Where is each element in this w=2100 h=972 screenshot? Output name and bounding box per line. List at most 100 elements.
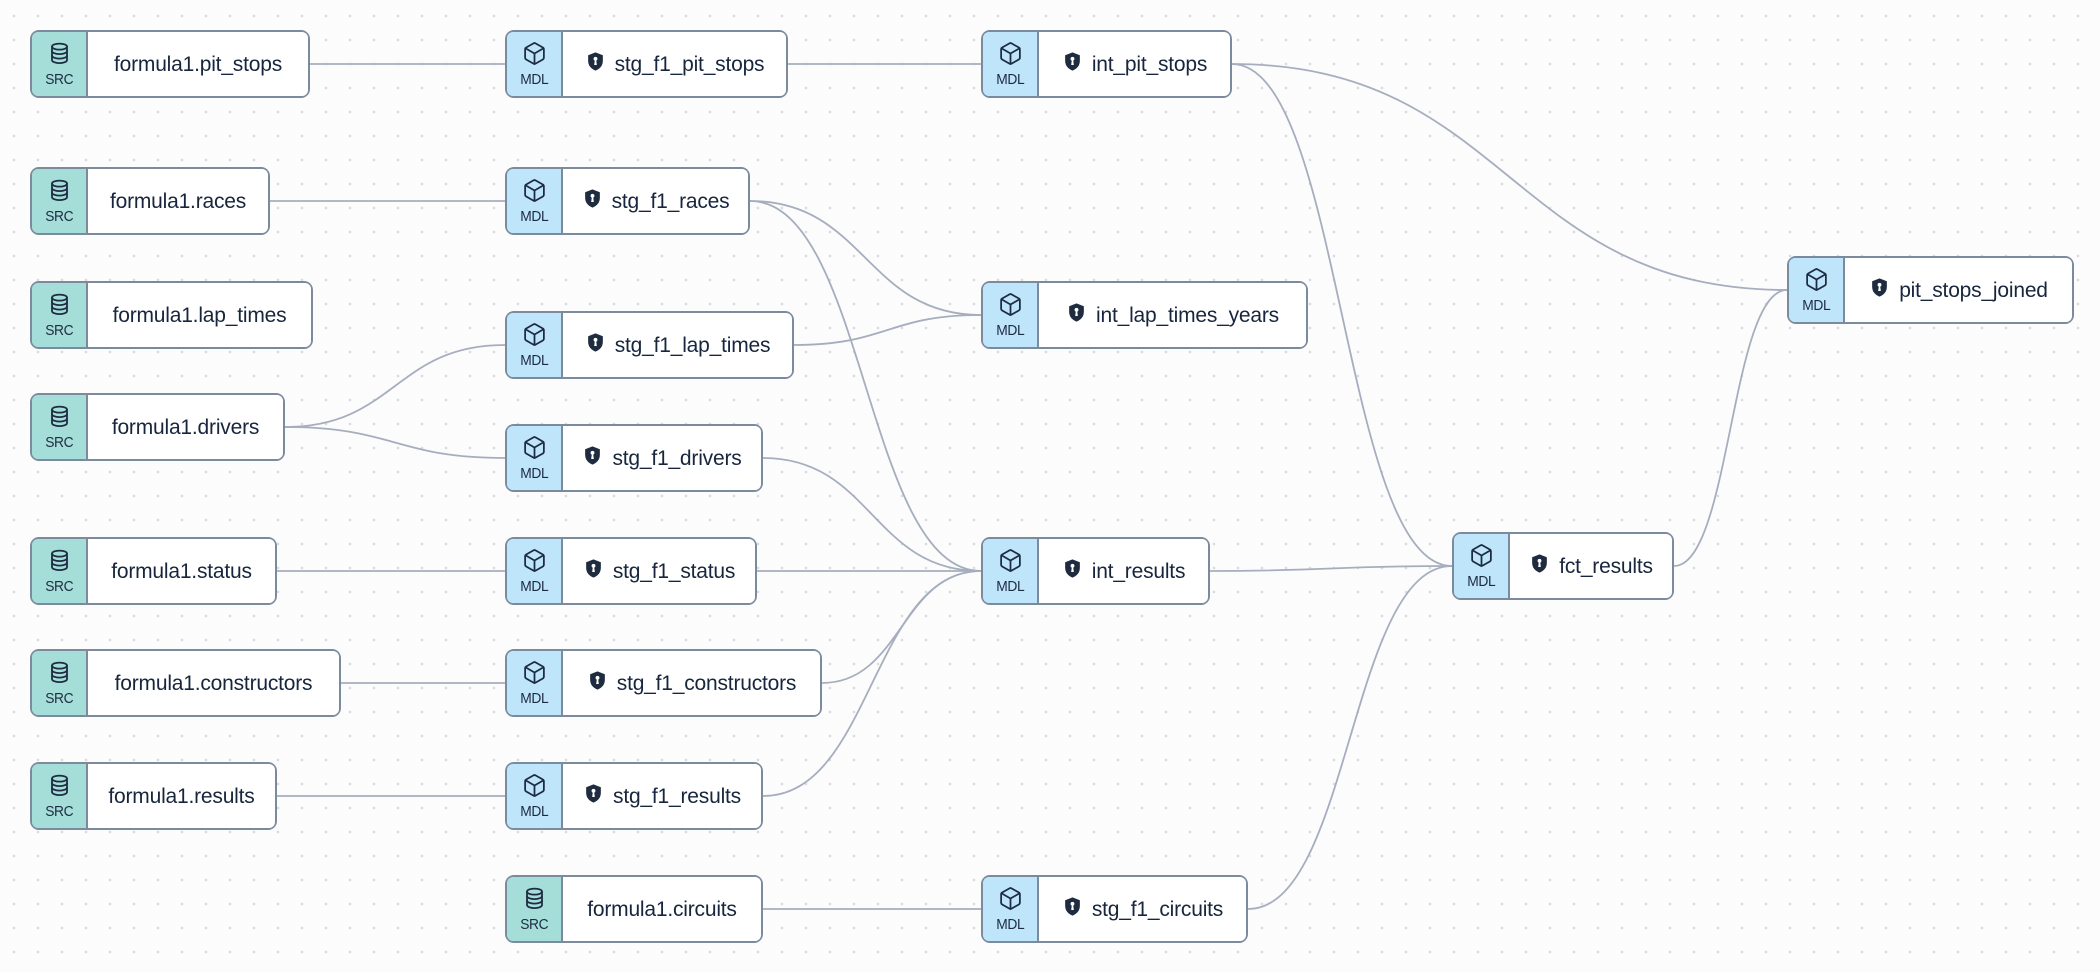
shield-lock-icon bbox=[1062, 51, 1083, 77]
edge-src_drivers-to-stg_lap_times bbox=[284, 344, 506, 428]
node-body: int_pit_stops bbox=[1039, 32, 1230, 96]
node-type-badge: SRC bbox=[32, 539, 88, 603]
node-type-label: MDL bbox=[519, 690, 549, 707]
lineage-node-src_circuits[interactable]: SRC formula1.circuits bbox=[505, 875, 763, 943]
edge-stg_races-to-int_results bbox=[749, 200, 982, 572]
node-body: stg_f1_drivers bbox=[563, 426, 761, 490]
node-body: stg_f1_circuits bbox=[1039, 877, 1246, 941]
shield-lock-icon bbox=[1869, 277, 1890, 303]
node-type-badge: SRC bbox=[32, 32, 88, 96]
database-icon bbox=[47, 41, 72, 71]
node-type-label: MDL bbox=[995, 916, 1025, 933]
lineage-node-stg_circuits[interactable]: MDL stg_f1_circuits bbox=[981, 875, 1248, 943]
node-type-badge: MDL bbox=[983, 283, 1039, 347]
node-type-label: MDL bbox=[995, 578, 1025, 595]
node-type-label: MDL bbox=[995, 322, 1025, 339]
cube-icon bbox=[522, 773, 547, 803]
edge-int_pit_stops-to-pit_stops_joined bbox=[1231, 63, 1788, 291]
shield-lock-icon bbox=[582, 188, 603, 214]
node-label: formula1.pit_stops bbox=[114, 52, 282, 76]
cube-icon bbox=[522, 178, 547, 208]
node-type-badge: MDL bbox=[507, 169, 563, 233]
node-label: formula1.circuits bbox=[587, 897, 737, 921]
lineage-node-stg_status[interactable]: MDL stg_f1_status bbox=[505, 537, 757, 605]
node-type-label: SRC bbox=[44, 322, 74, 339]
node-label: formula1.results bbox=[108, 784, 255, 808]
node-type-badge: SRC bbox=[32, 169, 88, 233]
node-type-badge: MDL bbox=[507, 313, 563, 377]
node-type-label: MDL bbox=[1466, 573, 1496, 590]
node-type-label: MDL bbox=[519, 71, 549, 88]
cube-icon bbox=[522, 322, 547, 352]
node-type-label: SRC bbox=[44, 71, 74, 88]
node-type-badge: SRC bbox=[32, 651, 88, 715]
database-icon bbox=[522, 886, 547, 916]
node-body: stg_f1_lap_times bbox=[563, 313, 792, 377]
node-body: stg_f1_pit_stops bbox=[563, 32, 786, 96]
edge-stg_drivers-to-int_results bbox=[762, 457, 982, 572]
cube-icon bbox=[522, 435, 547, 465]
node-type-label: MDL bbox=[995, 71, 1025, 88]
node-body: formula1.drivers bbox=[88, 395, 283, 459]
edge-stg_races-to-int_lap_times_years bbox=[749, 200, 982, 316]
node-label: formula1.races bbox=[109, 189, 247, 213]
node-type-badge: MDL bbox=[507, 32, 563, 96]
node-type-badge: MDL bbox=[983, 877, 1039, 941]
lineage-node-src_drivers[interactable]: SRC formula1.drivers bbox=[30, 393, 285, 461]
database-icon bbox=[47, 773, 72, 803]
node-body: stg_f1_status bbox=[563, 539, 755, 603]
node-type-badge: SRC bbox=[32, 395, 88, 459]
node-type-label: SRC bbox=[44, 208, 74, 225]
node-type-label: SRC bbox=[519, 916, 549, 933]
edge-fct_results-to-pit_stops_joined bbox=[1673, 289, 1788, 567]
node-label: stg_f1_circuits bbox=[1091, 897, 1224, 921]
shield-lock-icon bbox=[582, 445, 603, 471]
lineage-node-stg_pit_stops[interactable]: MDL stg_f1_pit_stops bbox=[505, 30, 788, 98]
node-type-badge: SRC bbox=[32, 764, 88, 828]
database-icon bbox=[47, 660, 72, 690]
lineage-node-int_pit_stops[interactable]: MDL int_pit_stops bbox=[981, 30, 1232, 98]
node-body: formula1.status bbox=[88, 539, 275, 603]
node-type-badge: SRC bbox=[507, 877, 563, 941]
node-label: stg_f1_results bbox=[613, 784, 741, 808]
shield-lock-icon bbox=[1062, 896, 1083, 922]
node-body: pit_stops_joined bbox=[1845, 258, 2072, 322]
node-label: stg_f1_drivers bbox=[612, 446, 742, 470]
lineage-node-stg_drivers[interactable]: MDL stg_f1_drivers bbox=[505, 424, 763, 492]
node-label: int_results bbox=[1091, 559, 1186, 583]
edge-stg_lap_times-to-int_lap_times_years bbox=[793, 314, 982, 346]
edge-stg_circuits-to-fct_results bbox=[1247, 565, 1453, 910]
lineage-node-src_results[interactable]: SRC formula1.results bbox=[30, 762, 277, 830]
lineage-node-src_lap_times[interactable]: SRC formula1.lap_times bbox=[30, 281, 313, 349]
cube-icon bbox=[522, 660, 547, 690]
lineage-node-stg_lap_times[interactable]: MDL stg_f1_lap_times bbox=[505, 311, 794, 379]
lineage-node-src_pit_stops[interactable]: SRC formula1.pit_stops bbox=[30, 30, 310, 98]
shield-lock-icon bbox=[587, 670, 608, 696]
edge-int_results-to-fct_results bbox=[1209, 565, 1453, 572]
node-type-label: MDL bbox=[519, 578, 549, 595]
lineage-node-src_races[interactable]: SRC formula1.races bbox=[30, 167, 270, 235]
node-type-label: SRC bbox=[44, 434, 74, 451]
node-type-label: MDL bbox=[519, 352, 549, 369]
shield-lock-icon bbox=[1529, 553, 1550, 579]
node-type-badge: SRC bbox=[32, 283, 88, 347]
lineage-node-int_results[interactable]: MDL int_results bbox=[981, 537, 1210, 605]
node-type-badge: MDL bbox=[507, 426, 563, 490]
shield-lock-icon bbox=[1066, 302, 1087, 328]
node-type-label: SRC bbox=[44, 803, 74, 820]
node-type-badge: MDL bbox=[1454, 534, 1510, 598]
node-body: int_results bbox=[1039, 539, 1208, 603]
node-body: stg_f1_results bbox=[563, 764, 761, 828]
cube-icon bbox=[998, 886, 1023, 916]
node-label: formula1.lap_times bbox=[112, 303, 287, 327]
